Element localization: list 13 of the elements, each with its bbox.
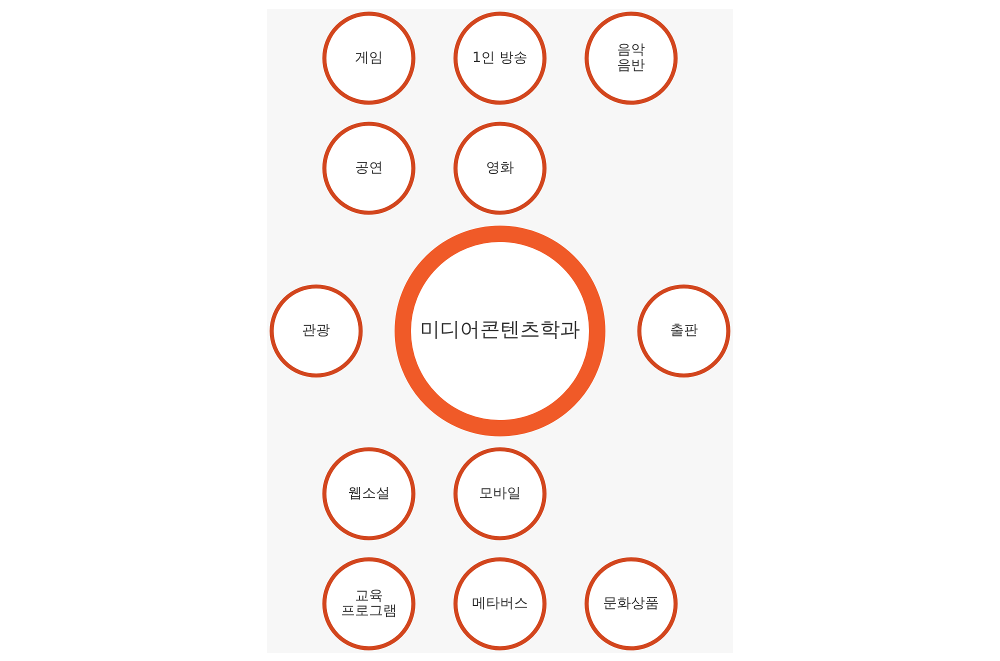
- node-circle: 게임: [322, 11, 416, 104]
- node-circle: 웹소설: [322, 446, 416, 540]
- node-circle: 출판: [637, 284, 730, 378]
- node-circle: 문화상품: [584, 556, 678, 650]
- node-circle: 메타버스: [453, 556, 547, 650]
- node-circle: 관광: [270, 284, 363, 378]
- node-circle: 1인 방송: [453, 11, 547, 104]
- node-circle: 모바일: [453, 446, 547, 540]
- node-circle: 음악 음반: [584, 11, 678, 104]
- node-circle: 교육 프로그램: [322, 556, 416, 650]
- node-circle: 공연: [322, 121, 416, 214]
- node-circle: 미디어콘텐츠학과: [394, 225, 606, 436]
- node-circle: 영화: [453, 121, 547, 214]
